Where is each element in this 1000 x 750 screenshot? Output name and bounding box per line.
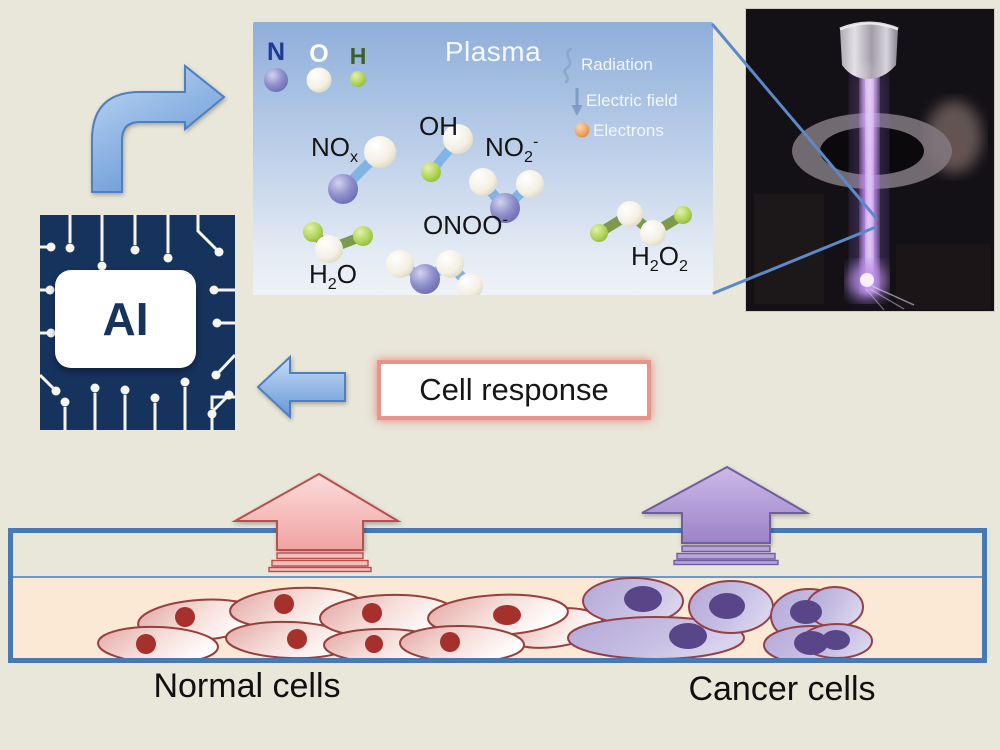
cancer-cell-nuclei	[624, 586, 850, 655]
ai-chip: AI	[40, 215, 235, 430]
normal-cells-label: Normal cells	[153, 667, 341, 705]
impact-streak-1	[871, 285, 915, 306]
plasma-molecules-graphic	[264, 47, 692, 299]
no2-n-atom	[490, 193, 520, 223]
oxygen-label: O	[309, 40, 329, 68]
cell-response-label: Cell response	[419, 372, 609, 407]
circuit-board-pattern	[40, 215, 235, 430]
onoo-o-atom-2	[436, 250, 464, 278]
oh-o-atom	[443, 124, 473, 154]
cells-graphic	[97, 577, 873, 658]
onoo-n-atom	[410, 264, 440, 294]
onoo-molecule-label: ONOO-	[423, 210, 508, 240]
nox-n-atom	[328, 174, 358, 204]
photo-machinery-left	[754, 194, 824, 304]
nitrogen-label: N	[266, 38, 286, 66]
photo-machinery-right	[896, 244, 991, 309]
plasma-jet-photo-graphic	[746, 9, 994, 311]
cancer-cells-label: Cancer cells	[688, 670, 876, 708]
electron-ball-icon	[574, 122, 590, 138]
no2-o-atom-right	[516, 170, 544, 198]
no2-o-atom-left	[469, 168, 497, 196]
nitrogen-atom-ball	[264, 68, 288, 92]
normal-cell-nuclei	[136, 594, 521, 654]
plasma-beam-core	[866, 67, 873, 291]
electric-field-arrowhead	[571, 105, 583, 116]
ai-label: AI	[102, 293, 149, 345]
h2o-h-atom-left	[303, 222, 323, 242]
electrons-label: Electrons	[593, 121, 664, 140]
h2o2-o-atom-right	[640, 220, 666, 246]
nox-molecule-label: NOx	[311, 132, 359, 167]
plasma-jet-photo	[745, 8, 995, 312]
ai-to-plasma-arrow	[91, 63, 226, 193]
culture-dish	[8, 528, 987, 663]
cell-response-box: Cell response	[377, 360, 651, 420]
h2o-o-atom	[315, 235, 343, 263]
normal-cell-cluster	[97, 586, 604, 658]
h2o2-o-atom-left	[617, 201, 643, 227]
onoo-o-atom-1	[386, 250, 414, 278]
h2o-h-atom-right	[353, 226, 373, 246]
h2o2-h-atom-right	[674, 206, 692, 224]
no2-molecule-label: NO2-	[485, 132, 539, 167]
plasma-title: Plasma	[444, 36, 542, 67]
radiation-squiggle-icon	[563, 47, 573, 84]
hydrogen-atom-ball	[350, 71, 366, 87]
ai-chip-core: AI	[55, 270, 196, 368]
oxygen-atom-ball	[306, 67, 332, 93]
h2o2-molecule-label: H2O2	[631, 241, 688, 276]
plasma-species-panel: Plasma N O H Radiation Electric field El…	[253, 22, 713, 299]
h2o2-h-atom-left	[590, 224, 608, 242]
nox-o-atom	[364, 136, 396, 168]
impact-spot	[860, 273, 874, 287]
oh-h-atom	[421, 162, 441, 182]
response-to-ai-arrow	[256, 354, 346, 420]
jet-nozzle	[840, 23, 898, 79]
oh-molecule-label: OH	[419, 111, 458, 141]
onoo-o-atom-3	[457, 273, 483, 299]
h2o-molecule-label: H2O	[309, 259, 357, 294]
hydrogen-label: H	[349, 43, 367, 69]
electric-field-label: Electric field	[586, 91, 678, 110]
radiation-label: Radiation	[581, 55, 653, 74]
